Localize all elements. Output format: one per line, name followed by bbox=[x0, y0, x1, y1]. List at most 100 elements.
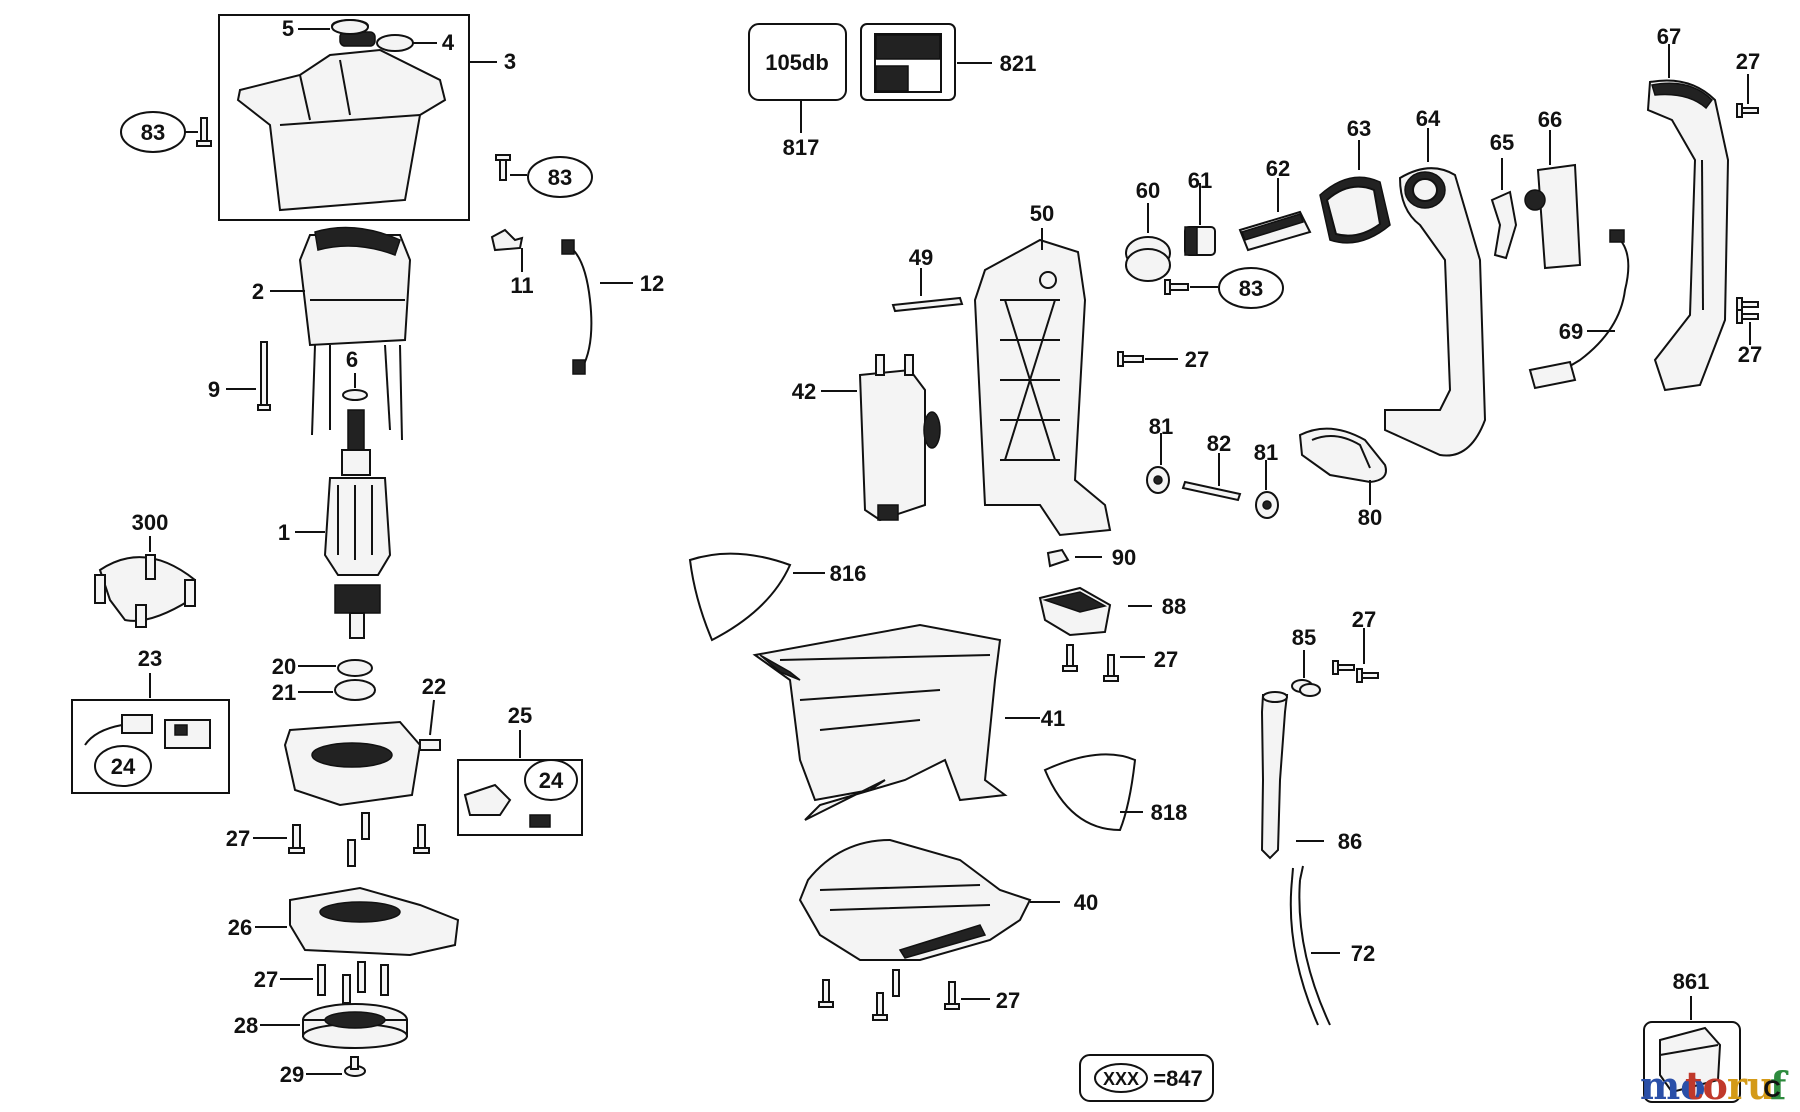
base-40-part bbox=[798, 838, 1032, 961]
callout-24-ellipse-b bbox=[524, 759, 578, 801]
washer-6-part bbox=[342, 389, 368, 401]
screws-27-g-part bbox=[818, 969, 960, 1021]
gear-housing-box bbox=[218, 14, 470, 221]
callout-60: 60 bbox=[1136, 178, 1160, 203]
bearing-20-part bbox=[337, 659, 373, 677]
callout-63: 63 bbox=[1347, 116, 1371, 141]
cord-72-part bbox=[1289, 865, 1331, 1026]
bellows-63-part bbox=[1319, 176, 1391, 244]
callout-818: 818 bbox=[1151, 800, 1188, 825]
clip-11-part bbox=[490, 228, 524, 252]
cap-61-part bbox=[1184, 226, 1216, 256]
callout-82: 82 bbox=[1207, 431, 1231, 456]
wire-12-part bbox=[566, 244, 593, 369]
bushing-81-a-part bbox=[1146, 466, 1170, 494]
callout-86: 86 bbox=[1338, 829, 1362, 854]
screw-27-c-part bbox=[1117, 351, 1144, 367]
callout-300: 300 bbox=[132, 510, 169, 535]
callout-24-a: 24 bbox=[111, 754, 136, 779]
callout-49: 49 bbox=[909, 245, 933, 270]
brush-part bbox=[121, 714, 153, 734]
lower-housing-41-part bbox=[752, 623, 1008, 821]
callout-26: 26 bbox=[228, 915, 252, 940]
callout-1: 1 bbox=[278, 520, 290, 545]
sleeve-21-part bbox=[334, 679, 376, 701]
callout-861: 861 bbox=[1673, 969, 1710, 994]
callout-81-a: 81 bbox=[1149, 414, 1173, 439]
callout-5: 5 bbox=[282, 16, 294, 41]
callout-81-b: 81 bbox=[1254, 440, 1278, 465]
brush-housing-22-part bbox=[283, 720, 441, 807]
gear-housing-part bbox=[236, 19, 447, 212]
brush-holder-25-box bbox=[457, 759, 583, 836]
callout-83-c: 83 bbox=[1239, 276, 1263, 301]
callout-42: 42 bbox=[792, 379, 816, 404]
callout-24-b: 24 bbox=[539, 768, 564, 793]
callout-66: 66 bbox=[1538, 107, 1562, 132]
field-stator-part bbox=[298, 226, 412, 441]
noise-label-text: 105db bbox=[765, 50, 829, 75]
switch-module-42-part bbox=[858, 354, 941, 522]
housing-half-50-part bbox=[973, 238, 1112, 537]
latch-88-part bbox=[1038, 586, 1112, 637]
callout-21: 21 bbox=[272, 680, 296, 705]
callout-83-ellipse-b bbox=[527, 156, 593, 198]
callout-6: 6 bbox=[346, 347, 358, 372]
corner-mark: C bbox=[1763, 1076, 1780, 1103]
callout-27-h: 27 bbox=[1352, 607, 1376, 632]
screws-27-row-b bbox=[317, 961, 389, 1004]
callout-69: 69 bbox=[1559, 319, 1583, 344]
brush-holder-part bbox=[164, 719, 211, 749]
screw-9-part bbox=[257, 341, 271, 411]
callout-2: 2 bbox=[252, 279, 264, 304]
label-818-part bbox=[1043, 753, 1137, 832]
callout-816: 816 bbox=[830, 561, 867, 586]
callout-62: 62 bbox=[1266, 156, 1290, 181]
callout-28: 28 bbox=[234, 1013, 258, 1038]
callout-85: 85 bbox=[1292, 625, 1316, 650]
callout-27-c: 27 bbox=[1185, 347, 1209, 372]
cord-sleeve-86-part bbox=[1260, 691, 1289, 860]
bearing-4-part bbox=[376, 34, 414, 52]
warning-label-box bbox=[860, 23, 956, 101]
noise-label-box bbox=[748, 23, 847, 101]
callout-83-ellipse-c bbox=[1218, 267, 1284, 309]
side-handle-64-part bbox=[1384, 167, 1487, 457]
armature-part bbox=[323, 409, 392, 639]
brush-holder-23-box bbox=[71, 699, 230, 794]
callout-817: 817 bbox=[783, 135, 820, 160]
watermark-part-3: ru bbox=[1727, 1063, 1775, 1108]
callout-83-b: 83 bbox=[548, 165, 572, 190]
callout-83-a: 83 bbox=[141, 120, 165, 145]
callout-20: 20 bbox=[272, 654, 296, 679]
warning-label-frame bbox=[874, 33, 942, 93]
switch-66-part bbox=[1524, 163, 1582, 270]
watermark-part-4: f bbox=[1770, 1063, 1789, 1108]
callout-29: 29 bbox=[280, 1062, 304, 1087]
callout-50: 50 bbox=[1030, 201, 1054, 226]
brush-holder-25-part bbox=[463, 783, 551, 828]
pin-49-part bbox=[891, 296, 964, 313]
callout-27-b: 27 bbox=[254, 967, 278, 992]
callout-40: 40 bbox=[1074, 890, 1098, 915]
screws-27-e-part bbox=[1736, 297, 1759, 324]
spring-60-part bbox=[1125, 236, 1171, 282]
ring-28-part bbox=[302, 1003, 408, 1049]
case-861-part bbox=[1659, 1026, 1722, 1094]
callout-821: 821 bbox=[1000, 51, 1037, 76]
baffle-300-part bbox=[94, 554, 197, 628]
callout-12: 12 bbox=[640, 271, 664, 296]
watermark-part-2: to bbox=[1685, 1063, 1728, 1108]
trigger-65-part bbox=[1490, 190, 1518, 260]
callout-27-a: 27 bbox=[226, 826, 250, 851]
pin-82-part bbox=[1181, 480, 1242, 502]
callout-11: 11 bbox=[510, 273, 533, 298]
warning-label-band-top bbox=[875, 34, 941, 60]
callout-25: 25 bbox=[508, 703, 532, 728]
callout-90: 90 bbox=[1112, 545, 1136, 570]
legend-box bbox=[1079, 1054, 1214, 1102]
callout-72: 72 bbox=[1351, 941, 1375, 966]
callout-23: 23 bbox=[138, 646, 162, 671]
screw-29-part bbox=[344, 1056, 366, 1077]
legend-symbol: XXX bbox=[1103, 1069, 1139, 1089]
